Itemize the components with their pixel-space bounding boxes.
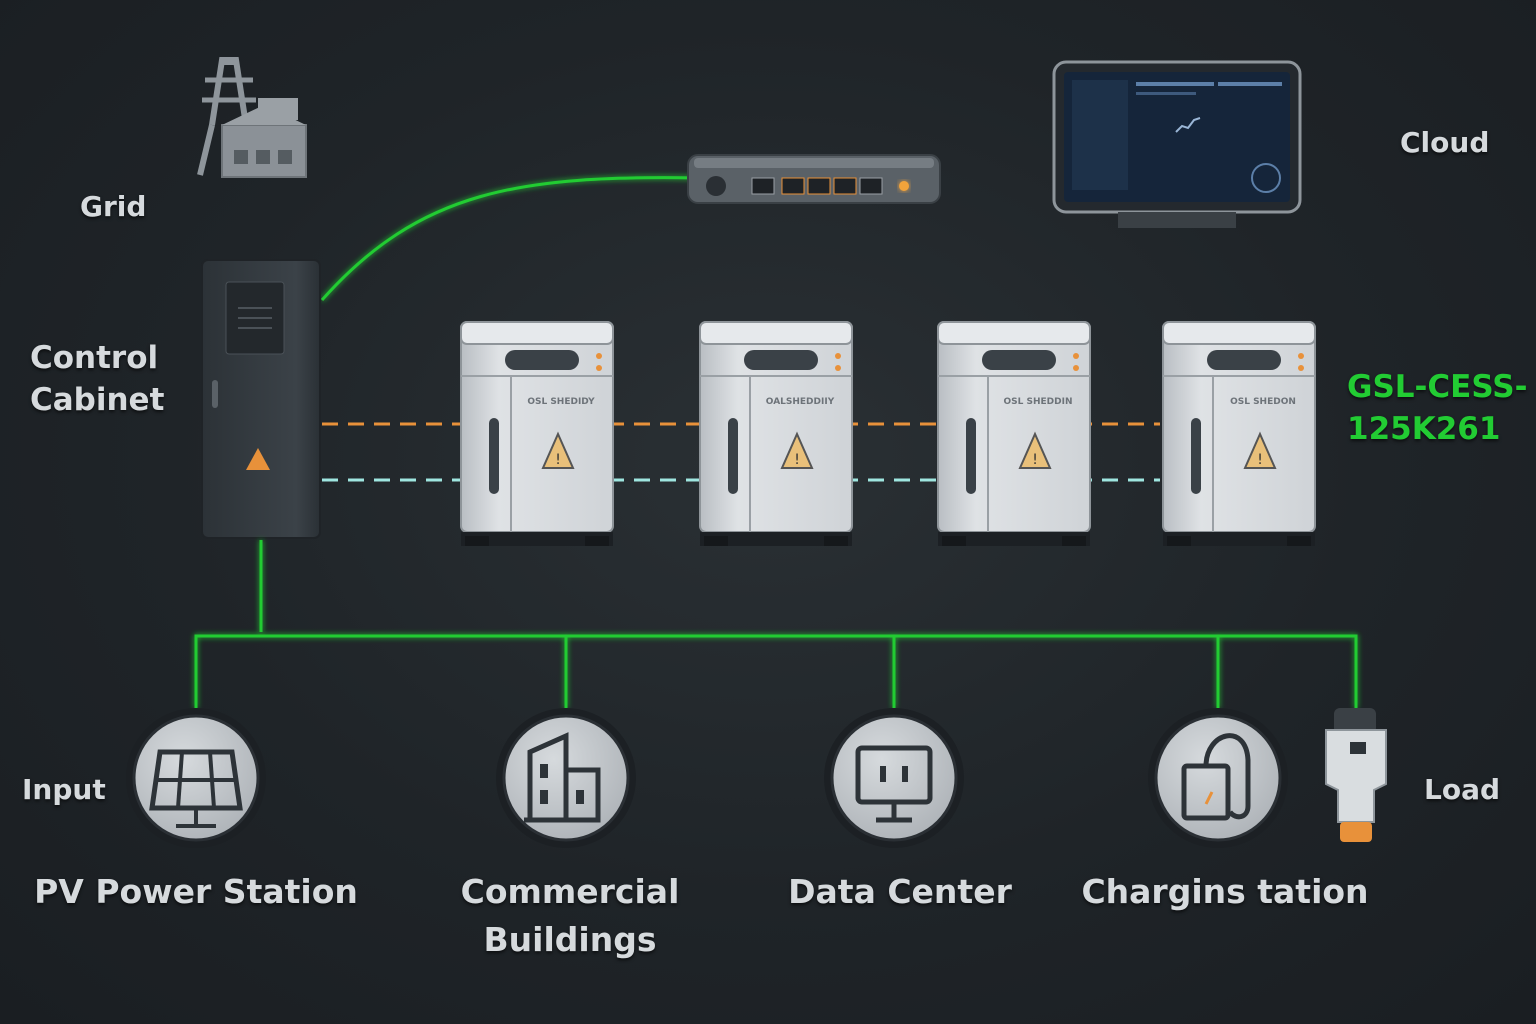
model-number-line1: GSL-CESS- bbox=[1347, 369, 1528, 405]
ev-plug-icon bbox=[1325, 708, 1387, 842]
destination-label-line1: PV Power Station bbox=[34, 872, 358, 911]
model-number: GSL-CESS- 125K261 bbox=[1347, 366, 1527, 450]
destination-label-line1: Chargins tation bbox=[1081, 872, 1369, 911]
solar-panel-icon bbox=[126, 708, 266, 848]
cabinet-badge: OSL SHEDDIN bbox=[1004, 397, 1073, 407]
destination-label: PV Power Station bbox=[20, 868, 372, 916]
cabinet-badge: OSL SHEDON bbox=[1230, 397, 1296, 407]
control-cabinet-label-line1: Control bbox=[30, 340, 159, 376]
destination-label: Chargins tation bbox=[1070, 868, 1380, 916]
model-number-line2: 125K261 bbox=[1347, 411, 1501, 447]
destination-label-line1: Commercial bbox=[460, 872, 680, 911]
destination-label: Commercial Buildings bbox=[420, 868, 720, 964]
cabinet-badge: OSL SHEDIDY bbox=[527, 397, 595, 407]
charging-station-icon bbox=[1148, 708, 1288, 848]
network-switch-icon bbox=[687, 154, 941, 204]
cabinet-badge: OALSHEDDIIY bbox=[766, 397, 835, 407]
destination-label: Data Center bbox=[760, 868, 1040, 916]
input-label: Input bbox=[22, 773, 106, 806]
grid-tower-icon bbox=[197, 57, 307, 178]
control-cabinet-label-line2: Cabinet bbox=[30, 382, 165, 418]
monitor-icon bbox=[824, 708, 964, 848]
control-cabinet-label: Control Cabinet bbox=[30, 337, 164, 421]
storage-cabinet: OSL SHEDON bbox=[1162, 321, 1316, 547]
storage-cabinet: OSL SHEDIDY bbox=[460, 321, 614, 547]
destination-label-line2: Buildings bbox=[483, 920, 657, 959]
storage-cabinet: OSL SHEDDIN bbox=[937, 321, 1091, 547]
load-label: Load bbox=[1424, 773, 1501, 806]
network-link-line bbox=[320, 176, 701, 301]
distribution-lines bbox=[194, 540, 1358, 708]
grid-label: Grid bbox=[80, 190, 147, 223]
destination-label-line1: Data Center bbox=[788, 872, 1012, 911]
storage-cabinet: OALSHEDDIIY bbox=[699, 321, 853, 547]
control-cabinet-icon bbox=[201, 259, 321, 539]
cloud-label: Cloud bbox=[1400, 126, 1490, 159]
building-icon bbox=[496, 708, 636, 848]
cloud-monitor-icon bbox=[1052, 60, 1302, 228]
